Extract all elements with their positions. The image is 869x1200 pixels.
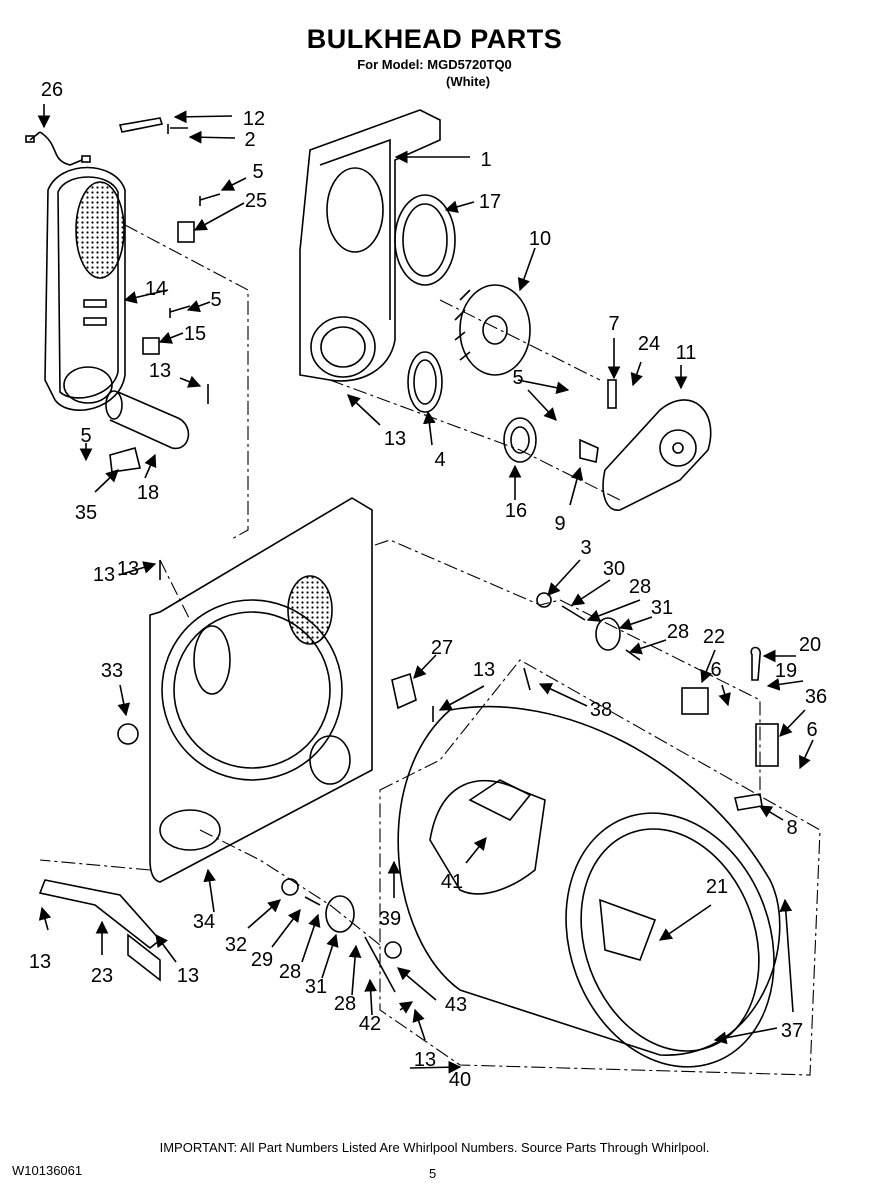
document-id: W10136061	[12, 1163, 83, 1178]
drum-glide-part	[391, 672, 417, 710]
callout-13: 13	[384, 428, 406, 450]
callout-21: 21	[706, 876, 728, 898]
heater-cylinder-part	[105, 390, 190, 473]
callout-labels: 1234555566789101112131313131313131314151…	[29, 79, 827, 1091]
model-line: For Model: MGD5720TQ0	[357, 57, 512, 72]
callout-8: 8	[786, 817, 797, 839]
callout-17: 17	[479, 191, 501, 213]
callout-19: 19	[775, 660, 797, 682]
callout-41: 41	[441, 871, 463, 893]
ring-seal-part	[407, 351, 443, 413]
callout-31: 31	[651, 597, 673, 619]
callout-13: 13	[473, 659, 495, 681]
callout-9: 9	[554, 513, 565, 535]
callout-37: 37	[781, 1020, 803, 1042]
spring-clip-part	[607, 379, 617, 409]
callout-28: 28	[667, 621, 689, 643]
callout-4: 4	[434, 449, 445, 471]
front-panel-part	[44, 166, 126, 411]
duct-seal-part	[394, 194, 456, 286]
page-title: BULKHEAD PARTS	[306, 24, 563, 54]
callout-29: 29	[251, 949, 273, 971]
callout-13: 13	[29, 951, 51, 973]
callout-39: 39	[379, 908, 401, 930]
blower-wheel-part	[454, 284, 531, 376]
lamp-socket-part	[755, 723, 779, 767]
callout-27: 27	[431, 637, 453, 659]
callout-24: 24	[638, 333, 660, 355]
lamp-part	[750, 646, 761, 681]
callout-22: 22	[703, 626, 725, 648]
callout-28: 28	[279, 961, 301, 983]
callout-16: 16	[505, 500, 527, 522]
callout-10: 10	[529, 228, 551, 250]
callout-25: 25	[245, 190, 267, 212]
important-note: IMPORTANT: All Part Numbers Listed Are W…	[159, 1140, 710, 1155]
callout-31: 31	[305, 976, 327, 998]
bracket-part	[177, 221, 195, 243]
color-line: (White)	[446, 74, 491, 89]
callout-2: 2	[244, 129, 255, 151]
callout-28: 28	[629, 576, 651, 598]
callout-15: 15	[184, 323, 206, 345]
dryer-drum-part	[397, 705, 781, 1068]
callout-14: 14	[145, 278, 167, 300]
callout-6: 6	[806, 719, 817, 741]
callout-33: 33	[101, 660, 123, 682]
callout-43: 43	[445, 994, 467, 1016]
callout-5: 5	[210, 289, 221, 311]
callout-11: 11	[676, 342, 697, 364]
callout-35: 35	[75, 502, 97, 524]
callout-5: 5	[80, 425, 91, 447]
callout-1: 1	[480, 149, 491, 171]
thermostat-clip-part	[118, 117, 188, 134]
callout-26: 26	[41, 79, 63, 101]
drum-roller-part	[117, 723, 139, 745]
callout-5: 5	[252, 161, 263, 183]
rear-bulkhead-panel-part	[149, 497, 373, 883]
callout-3: 3	[580, 537, 591, 559]
callout-42: 42	[359, 1013, 381, 1035]
callout-23: 23	[91, 965, 113, 987]
blower-housing-part	[602, 399, 712, 511]
door-switch-part	[681, 687, 709, 715]
bearing-part	[503, 417, 537, 463]
support-bracket-part	[38, 879, 162, 950]
callout-13: 13	[414, 1049, 436, 1071]
callout-6: 6	[710, 659, 721, 681]
callout-13: 13	[93, 564, 115, 586]
screw-part	[199, 193, 221, 206]
callout-13: 13	[117, 558, 139, 580]
callout-30: 30	[603, 558, 625, 580]
callout-34: 34	[193, 911, 215, 933]
page-number: 5	[429, 1166, 437, 1181]
callout-13: 13	[149, 360, 171, 382]
callout-5: 5	[512, 367, 523, 389]
callout-7: 7	[608, 313, 619, 335]
callout-38: 38	[590, 699, 612, 721]
callout-40: 40	[449, 1069, 471, 1091]
blower-cap-part	[579, 438, 599, 463]
callout-20: 20	[799, 634, 821, 656]
callout-36: 36	[805, 686, 827, 708]
callout-13: 13	[177, 965, 199, 987]
rear-bulkhead-duct-part	[299, 109, 441, 382]
wire-harness-part	[25, 131, 91, 166]
callout-18: 18	[137, 482, 159, 504]
callout-12: 12	[243, 108, 265, 130]
callout-28: 28	[334, 993, 356, 1015]
callout-32: 32	[225, 934, 247, 956]
